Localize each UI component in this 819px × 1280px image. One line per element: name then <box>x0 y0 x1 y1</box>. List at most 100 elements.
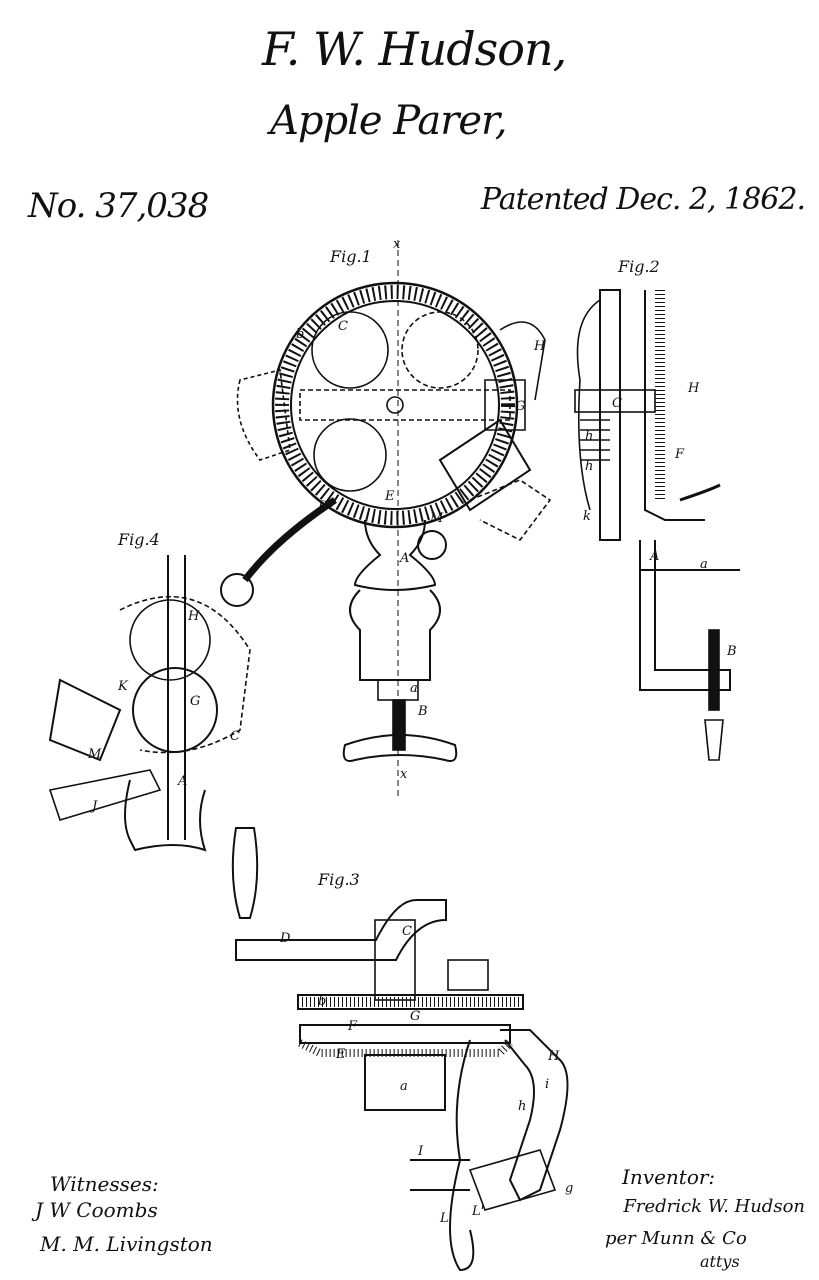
fig1-crank-knob <box>220 573 254 607</box>
fig1-part-label: H <box>533 339 546 354</box>
fig4-part-label: G <box>190 694 200 709</box>
fig1-side-knob <box>417 530 447 560</box>
fig3-fork-prongs <box>410 1159 470 1191</box>
fig3-part-label: a <box>400 1079 408 1094</box>
fig2-screw-tip <box>704 719 724 761</box>
fig1-part-label: a <box>410 681 418 696</box>
fig3-knife <box>468 1149 557 1211</box>
fig1-part-label: B <box>417 704 428 719</box>
fig1-pinion-dashed <box>401 311 479 389</box>
drawing-part: x b C H G E D M A a B x <box>296 237 546 782</box>
fig1-gear-outer-ring <box>271 281 519 529</box>
fig1-thumb-handle <box>342 734 458 762</box>
witnesses-label: Witnesses: <box>50 1172 159 1196</box>
fig3-part-label: h <box>518 1099 526 1114</box>
fig2-gear-wheel <box>644 290 705 521</box>
fig3-block-a <box>364 1054 446 1111</box>
fig1-knife-holder <box>499 321 546 401</box>
fig2-spindle <box>574 389 656 413</box>
fig4-arm <box>48 769 162 821</box>
fig1-gear-inner-ring <box>290 300 500 510</box>
fig1-fork <box>484 379 526 431</box>
witness-signature-1: J W Coombs <box>35 1198 158 1222</box>
fig1-part-label: D <box>317 499 329 514</box>
fig3-part-label: E <box>335 1047 346 1062</box>
fig4-lower-gear <box>132 667 218 753</box>
attorney-suffix: attys <box>700 1252 740 1271</box>
drawing-part: C H h h F k A a B <box>583 381 737 659</box>
fig4-part-label: C <box>230 729 240 744</box>
fig1-gear-teeth <box>275 285 515 525</box>
fig3-base-teeth <box>298 1039 513 1057</box>
fig2-frame-plate <box>599 289 621 541</box>
fig1-part-label: x <box>400 767 408 782</box>
fig1-spindle <box>299 389 511 421</box>
inventor-signature: Fredrick W. Hudson <box>623 1196 805 1217</box>
fig1-pinion-lower <box>313 418 387 492</box>
fig2-clamp-frame <box>639 540 731 691</box>
fig3-crank-handle <box>231 827 259 919</box>
fig2-housing <box>576 299 601 511</box>
fig1-part-label: G <box>515 399 525 414</box>
inventor-name-heading: F. W. Hudson, <box>262 22 567 76</box>
fig2-part-label: h <box>585 459 593 474</box>
fig1-screw <box>392 699 406 751</box>
fig2-part-label: C <box>612 396 622 411</box>
fig3-part-label: L <box>439 1211 449 1226</box>
fig1-part-label: x <box>393 237 401 252</box>
fig2-part-label: k <box>583 509 591 524</box>
fig4-part-label: H <box>187 609 200 624</box>
patent-date: Patented Dec. 2, 1862. <box>480 182 806 217</box>
fig3-part-label: L' <box>471 1204 484 1219</box>
invention-title: Apple Parer, <box>270 98 507 144</box>
fig4-coil-assembly <box>48 678 122 762</box>
witness-signature-2: M. M. Livingston <box>40 1232 213 1256</box>
fig4-part-label: K <box>117 679 129 694</box>
fig4-gear-outline <box>119 595 251 754</box>
fig4-label: Fig.4 <box>117 530 160 549</box>
fig1-part-label: E <box>384 489 395 504</box>
fig3-part-label: I <box>417 1144 424 1159</box>
fig2-screw <box>708 629 720 711</box>
fig3-part-label: D <box>279 931 291 946</box>
fig2-label: Fig.2 <box>617 257 660 276</box>
drawing-part: D C b G F E a H h i I L L' g <box>279 924 573 1226</box>
fig3-part-label: C <box>402 924 412 939</box>
inventor-label: Inventor: <box>622 1165 716 1189</box>
fig3-paring-arm <box>500 1029 569 1202</box>
fig4-upper-gear <box>129 599 211 681</box>
fig2-part-label: B <box>726 644 737 659</box>
fig3-base-plate <box>299 1024 511 1044</box>
fig4-part-label: A <box>177 774 187 789</box>
fig3-fork-support <box>449 1039 475 1272</box>
fig3-part-label: i <box>545 1077 549 1092</box>
fig4-part-label: M <box>87 747 102 762</box>
fig1-part-label: C <box>338 319 348 334</box>
fig4-base <box>124 779 207 852</box>
figure-1: Fig.1 x b C H G E D M A a <box>220 237 552 800</box>
fig2-part-label: A <box>649 549 659 564</box>
figure-3: Fig.3 D C b G F E a H h i I L L' g <box>231 827 573 1272</box>
fig2-part-label: F <box>674 447 685 462</box>
fig3-part-label: H <box>547 1049 560 1064</box>
fig1-part-label: M <box>429 511 444 526</box>
fig3-label: Fig.3 <box>317 870 360 889</box>
fig3-part-label: G <box>410 1009 420 1024</box>
fig2-spring <box>580 419 610 461</box>
patent-number: No. 37,038 <box>28 186 209 226</box>
figure-2: Fig.2 C H h h F k A a B <box>574 257 740 761</box>
fig1-part-label: b <box>296 327 304 342</box>
figure-4: Fig.4 H K G C M J A <box>48 530 251 852</box>
fig4-part-label: J <box>89 799 98 814</box>
fig1-label: Fig.1 <box>329 247 372 266</box>
fig1-shank <box>349 589 441 681</box>
fig1-paring-arm <box>438 418 532 512</box>
fig1-arm-dashed <box>469 479 552 542</box>
fig1-part-label: A <box>399 551 409 566</box>
fig2-knife <box>679 483 721 502</box>
fig1-crank-arm <box>242 497 337 583</box>
fig3-part-label: g <box>565 1181 573 1196</box>
attorney-signature: per Munn & Co <box>605 1228 747 1249</box>
fig3-coil-spring <box>447 959 489 991</box>
